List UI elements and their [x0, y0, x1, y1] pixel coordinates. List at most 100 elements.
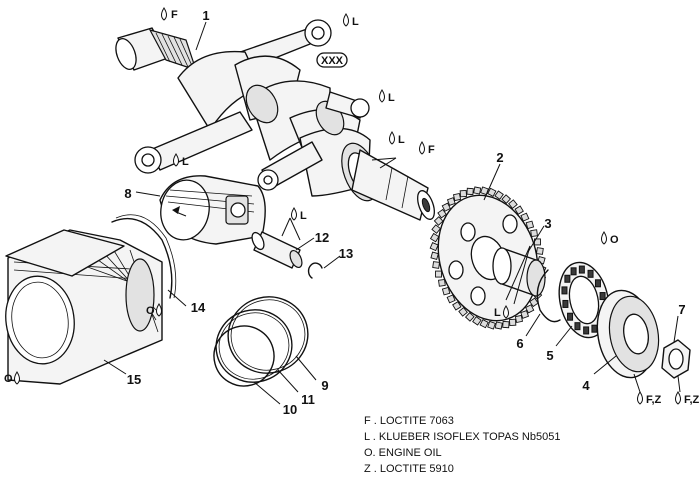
gear-tooth	[514, 314, 524, 324]
callout-6: 6	[516, 336, 523, 351]
gear-tooth	[441, 286, 451, 296]
freewheel-sprag	[570, 267, 577, 276]
code-rod-l: L	[300, 210, 307, 222]
gear-teeth	[429, 186, 547, 330]
code-crank-l-left: L	[182, 156, 189, 168]
drop-icon	[14, 371, 20, 385]
freewheel-sprag	[583, 326, 590, 335]
drop-icon	[675, 391, 681, 405]
callout-12: 12	[315, 230, 329, 245]
freewheel-sprag	[564, 274, 571, 283]
code-fz-bearing: F,Z	[646, 394, 662, 406]
callout-3: 3	[544, 216, 551, 231]
gear-tooth	[437, 208, 447, 219]
nut	[661, 339, 691, 379]
piston	[159, 175, 266, 245]
callout-5: 5	[546, 348, 553, 363]
gear-tooth	[464, 312, 475, 322]
drop-icon	[156, 303, 162, 317]
legend-line-l: L . KLUEBER ISOFLEX TOPAS Nb5051	[364, 431, 560, 443]
drop-icon	[637, 391, 643, 405]
callout-1: 1	[202, 8, 209, 23]
freewheel-sprag	[594, 279, 601, 288]
code-fz-nut: F,Z	[684, 394, 700, 406]
code-gear-o: O	[610, 234, 619, 246]
gear-tooth	[502, 320, 510, 329]
xxx-tag	[316, 52, 348, 68]
freewheel-sprag	[574, 322, 581, 331]
cylinder	[5, 229, 163, 385]
gear-tooth	[446, 197, 456, 206]
gear-tooth	[525, 304, 535, 314]
callout-15: 15	[127, 372, 141, 387]
xxx-tag-label: XXX	[321, 55, 344, 67]
freewheel-sprag	[599, 292, 606, 301]
freewheel-sprag	[567, 312, 574, 321]
gear-tooth	[446, 294, 456, 304]
gear-tooth	[501, 194, 512, 204]
drop-icon	[503, 305, 509, 319]
legend-line-f: F . LOCTITE 7063	[364, 415, 454, 427]
gear-tooth	[525, 220, 535, 230]
freewheel-sprag	[587, 269, 594, 278]
drop-icon	[343, 13, 349, 27]
gear-tooth	[433, 216, 444, 226]
gear-tooth	[520, 310, 530, 319]
gear-tooth	[452, 301, 462, 311]
gear-tooth	[487, 320, 496, 330]
piston-pin	[251, 231, 303, 269]
gear-tooth	[514, 205, 524, 215]
gear-tooth	[429, 232, 440, 243]
freewheel	[558, 261, 610, 339]
freewheel-housing	[596, 289, 660, 379]
code-cyl-o: O	[146, 305, 155, 317]
gear-tooth	[429, 242, 439, 252]
legend-line-z: Z . LOCTITE 5910	[364, 463, 454, 475]
gear-tooth	[438, 278, 446, 287]
gear-tooth	[472, 316, 482, 326]
callout-7: 7	[678, 302, 685, 317]
gear-tooth	[529, 297, 539, 308]
bushing	[492, 247, 546, 297]
drop-icon	[173, 153, 179, 167]
gear-tooth	[430, 251, 439, 261]
gear-tooth	[441, 202, 451, 212]
legend-line-o: O. ENGINE OIL	[364, 447, 442, 459]
callout-9: 9	[321, 378, 328, 393]
drop-icon	[161, 7, 167, 21]
callout-13: 13	[339, 246, 353, 261]
circlip	[307, 262, 323, 279]
drop-icon	[389, 131, 395, 145]
drop-icon	[291, 207, 297, 221]
gear-tooth	[479, 319, 489, 329]
callout-11: 11	[301, 392, 315, 407]
code-crank-l-top: L	[352, 16, 359, 28]
gear-tooth	[536, 247, 544, 255]
snap-ring	[536, 269, 561, 323]
gear-tooth	[466, 187, 474, 196]
drop-icon	[379, 89, 385, 103]
gear-tooth	[452, 192, 462, 202]
callout-8: 8	[124, 186, 131, 201]
code-crank-f-gear: F	[428, 144, 435, 156]
legend: F . LOCTITE 7063 L . KLUEBER ISOFLEX TOP…	[364, 415, 560, 475]
gear-tooth	[530, 229, 538, 238]
code-crank-l-journal: L	[398, 134, 405, 146]
gear-tooth	[435, 270, 442, 278]
gear-tooth	[431, 224, 442, 234]
callout-2: 2	[496, 150, 503, 165]
callout-numbers: 1 2 3 4 5 6 7 8 9 10 11 12 13 14 15	[124, 8, 685, 417]
lubricant-codes: F L L L F L L L O O O	[4, 7, 700, 406]
gear-tooth	[458, 307, 468, 317]
callout-10: 10	[283, 402, 297, 417]
crankshaft-assembly: XXX	[115, 19, 435, 221]
gear-tooth	[473, 186, 482, 195]
gear-tooth	[508, 318, 517, 327]
gear-tooth	[459, 189, 468, 198]
code-crank-f: F	[171, 9, 178, 21]
code-crank-l-mid: L	[388, 92, 395, 104]
gear-tooth	[494, 321, 503, 330]
piston-rings	[213, 296, 309, 387]
freewheel-sprag	[578, 265, 585, 274]
